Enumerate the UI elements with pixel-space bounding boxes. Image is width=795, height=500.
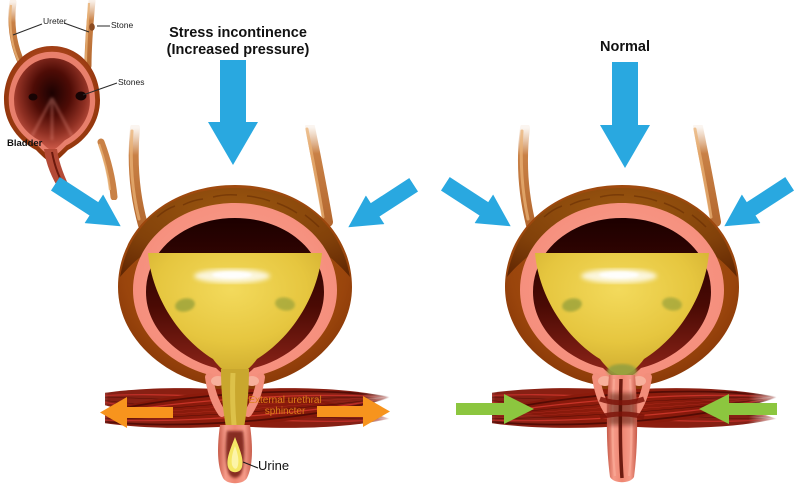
normal-dome-texture — [543, 194, 707, 228]
stress-bladder-dome — [120, 188, 350, 277]
inset-leader-lines — [12, 22, 118, 96]
normal-ureteral-opening-left — [562, 298, 582, 312]
urine-leader-line — [242, 461, 259, 469]
inset-bladder-label: Bladder — [7, 138, 43, 149]
normal-pressure-down-arrow-icon — [600, 62, 650, 168]
normal-bladder-illustration — [492, 125, 781, 483]
inset-stone-right — [75, 91, 87, 101]
stress-pressure-down-arrow-icon — [208, 60, 258, 165]
stress-ureteral-opening-left — [175, 298, 195, 312]
inset-stone-left — [28, 93, 38, 101]
normal-panel-title: Normal — [600, 39, 650, 55]
normal-bladder-dome — [507, 188, 737, 277]
inset-right-ureter — [84, 0, 96, 70]
stress-ureteral-opening-right — [275, 297, 295, 311]
stress-urine-fill — [148, 253, 322, 375]
sphincter-inward-arrow-right-icon — [699, 394, 777, 424]
inset-ureter-stone — [89, 23, 95, 31]
stress-side-pressure-arrow-right-icon — [339, 171, 423, 242]
normal-urine-fill — [535, 253, 709, 375]
normal-side-pressure-arrow-right-icon — [715, 170, 795, 241]
stress-title-line2: (Increased pressure) — [166, 42, 310, 58]
inset-stone-label: Stone — [111, 20, 134, 30]
urine-label: Urine — [258, 458, 290, 473]
sphincter-inward-arrow-left-icon — [456, 394, 534, 424]
stress-bladder-illustration — [105, 125, 394, 484]
normal-right-ureter — [693, 125, 721, 227]
inset-stones-label: Stones — [118, 77, 145, 87]
sphincter-outward-arrow-left-icon — [100, 397, 173, 428]
normal-neck-shading — [607, 364, 637, 378]
normal-side-pressure-arrow-left-icon — [436, 170, 520, 241]
stress-side-pressure-arrow-left-icon — [46, 170, 130, 241]
sphincter-outward-arrow-right-icon — [317, 396, 390, 427]
stress-title-line1: Stress incontinence — [169, 25, 307, 41]
normal-ureteral-opening-right — [662, 297, 682, 311]
stress-left-ureter — [128, 125, 148, 230]
stress-panel-title: Stress incontinence (Increased pressure) — [148, 25, 328, 59]
stress-right-ureter — [305, 125, 333, 227]
inset-ureter-label: Ureter — [43, 16, 67, 26]
inset-bladder-illustration — [4, 0, 118, 200]
external-urethral-sphincter-label: External urethral sphincter — [248, 395, 322, 417]
